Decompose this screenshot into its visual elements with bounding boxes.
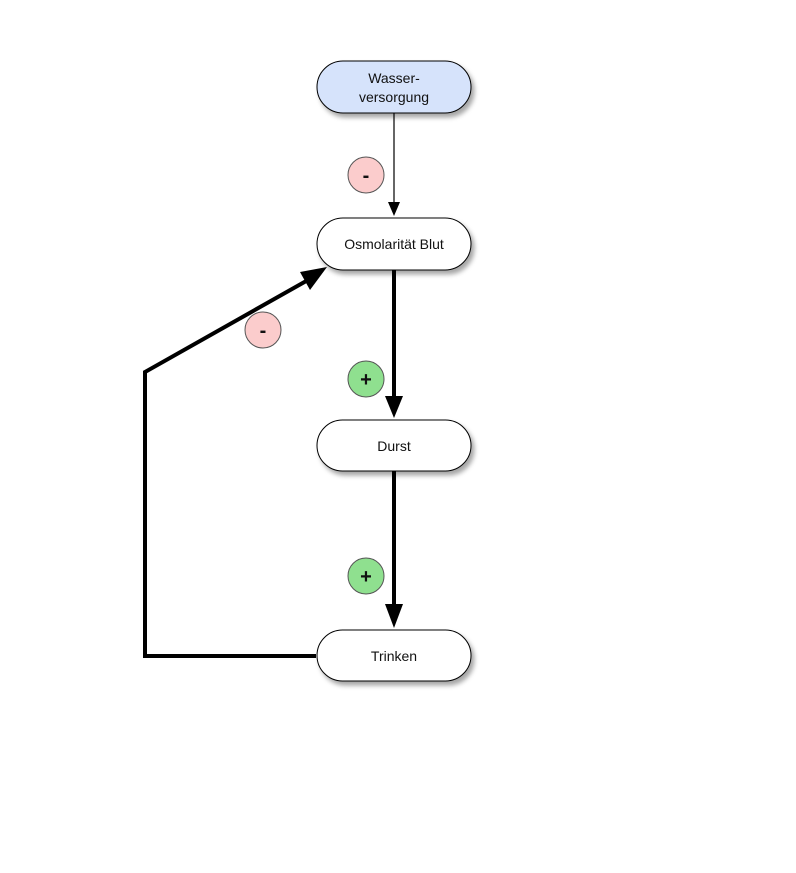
plus-sign: +: [360, 566, 372, 588]
edge-trinken-to-osmolaritaet: [143, 267, 327, 658]
sign-badge-osmo-to-durst: +: [347, 360, 385, 398]
edge-osmolaritaet-to-durst: [385, 270, 403, 418]
node-wasserversorgung-label-line1: Wasser-: [368, 70, 420, 86]
sign-badge-trinken-to-osmo: -: [244, 311, 282, 349]
edge-durst-to-trinken: [385, 471, 403, 628]
plus-sign: +: [360, 369, 372, 391]
node-durst-label: Durst: [377, 438, 411, 454]
minus-sign: -: [260, 320, 267, 342]
edge-wasserversorgung-to-osmolaritaet: [388, 113, 400, 216]
sign-badge-durst-to-trinken: +: [347, 557, 385, 595]
minus-sign: -: [363, 165, 370, 187]
node-wasserversorgung: Wasser- versorgung: [316, 60, 472, 114]
node-osmolaritaet-label: Osmolarität Blut: [344, 236, 444, 252]
sign-badge-wasser-to-osmo: -: [347, 156, 385, 194]
node-durst: Durst: [316, 419, 472, 472]
node-osmolaritaet-blut: Osmolarität Blut: [316, 217, 472, 271]
node-trinken: Trinken: [316, 629, 472, 682]
node-trinken-label: Trinken: [371, 648, 417, 664]
node-wasserversorgung-label-line2: versorgung: [359, 89, 429, 105]
